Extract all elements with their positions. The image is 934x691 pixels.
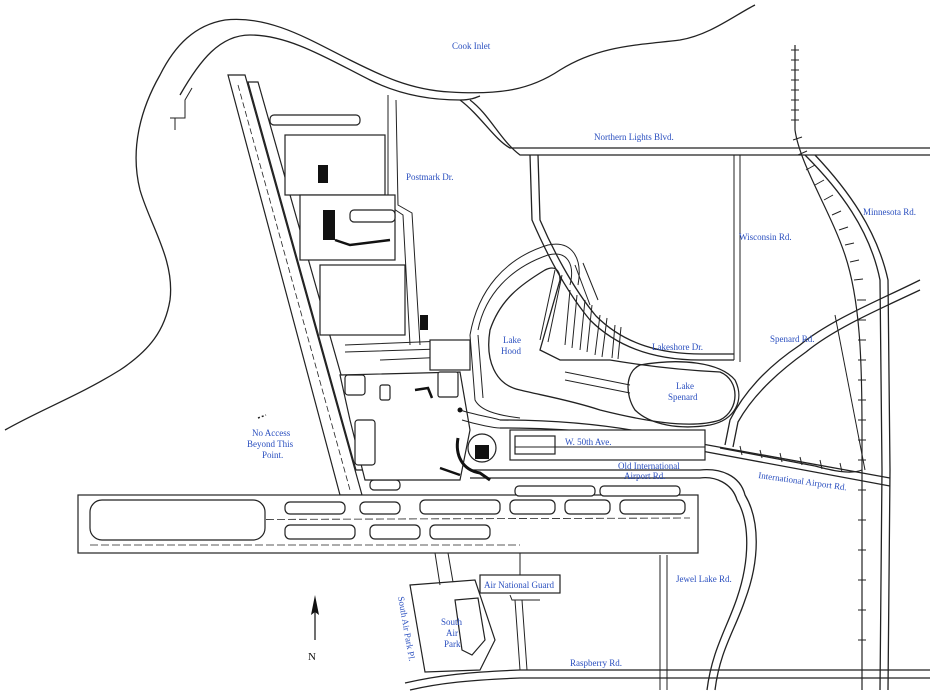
northern-lights-blvd <box>459 99 930 149</box>
label-lake-hood-2: Hood <box>501 346 521 356</box>
hangar-3 <box>420 315 428 330</box>
runway-island-13 <box>599 485 681 497</box>
runway-island-12 <box>514 485 596 497</box>
lake-spenard <box>627 361 740 428</box>
lakeshore-dr-2 <box>537 154 734 355</box>
runway-island-2 <box>284 501 346 515</box>
label-south-air-park-1: South <box>441 617 463 627</box>
north-road-2 <box>349 209 396 223</box>
northern-lights-blvd-2 <box>469 99 930 156</box>
runway-island-3 <box>284 524 356 540</box>
old-international-airport-rd <box>470 469 757 691</box>
label-north: N <box>308 651 316 663</box>
parking-4 <box>437 371 459 398</box>
floatplane-slips <box>539 262 631 394</box>
minnesota-rd-2 <box>814 154 891 691</box>
label-no-access-2: Beyond This <box>247 439 294 449</box>
north-apron <box>284 134 386 196</box>
north-block <box>429 339 471 371</box>
old-international-airport-rd-2 <box>470 477 748 691</box>
label-w50th: W. 50th Ave. <box>565 437 612 447</box>
no-access-marker <box>257 414 267 419</box>
hangar-1 <box>318 165 328 183</box>
raspberry-rd <box>404 669 930 684</box>
parking-1 <box>344 374 366 396</box>
creek <box>170 87 193 119</box>
label-lakeshore: Lakeshore Dr. <box>652 342 703 352</box>
label-old-intl-1: Old International <box>618 461 680 471</box>
runway-island-4 <box>369 524 421 540</box>
label-spenard-rd: Spenard Rd. <box>770 334 815 344</box>
air-national-guard-connector <box>509 553 540 601</box>
label-raspberry: Raspberry Rd. <box>570 658 622 668</box>
raspberry-rd-2 <box>409 677 930 691</box>
postmark-dr-2 <box>395 99 421 346</box>
runway-island-9 <box>359 501 401 515</box>
railroad <box>794 45 863 690</box>
label-lake-hood-1: Lake <box>503 335 521 345</box>
runway-island-5 <box>429 524 491 540</box>
label-intl-airport: International Airport Rd. <box>758 470 848 492</box>
label-cook-inlet: Cook Inlet <box>452 41 491 51</box>
label-jewel-lake: Jewel Lake Rd. <box>676 574 732 584</box>
spenard-connector <box>834 314 866 471</box>
label-south-air-park-3: Park <box>444 639 461 649</box>
w-50th-ave-inner <box>514 435 556 455</box>
label-wisconsin: Wisconsin Rd. <box>739 232 792 242</box>
runway-island-8 <box>619 499 686 515</box>
runway-island-6 <box>509 499 556 515</box>
runway-island-10 <box>419 499 501 515</box>
runway-island-1 <box>89 499 266 541</box>
label-lake-spenard-1: Lake <box>676 381 694 391</box>
coastline <box>4 4 756 431</box>
parking-3 <box>379 384 391 401</box>
label-northern-lights: Northern Lights Blvd. <box>594 132 674 142</box>
south-air-park-inner <box>454 597 486 656</box>
label-south-air-park-2: Air <box>446 628 458 638</box>
south-air-park-taxi <box>434 552 454 586</box>
north-road-1 <box>269 114 361 126</box>
north-apron-2 <box>299 194 396 261</box>
terminal-concourse-2 <box>439 466 461 477</box>
railroad-ties <box>739 49 866 671</box>
hangar-2 <box>323 210 335 240</box>
terminal-access <box>459 409 501 429</box>
runway-island-11 <box>369 479 401 491</box>
label-no-access-1: No Access <box>252 428 291 438</box>
hood-road <box>469 334 521 419</box>
lake-hood-outer <box>477 253 572 331</box>
parking-2 <box>354 419 376 466</box>
railroad-branch <box>719 447 863 473</box>
runway-island-7 <box>564 499 611 515</box>
terminal-concourse <box>455 437 491 482</box>
minnesota-rd <box>804 154 883 691</box>
cargo-arm <box>414 386 434 399</box>
label-old-intl-2: Airport Rd. <box>624 471 666 481</box>
lakeshore-dr <box>529 154 734 361</box>
north-arrow-icon <box>311 595 319 640</box>
label-postmark: Postmark Dr. <box>406 172 454 182</box>
hangar-access <box>334 238 391 247</box>
spenard-rd-2 <box>732 289 921 448</box>
label-lake-spenard-2: Spenard <box>668 392 698 402</box>
south-access-road <box>514 599 528 671</box>
runway-ns-centerline <box>237 84 351 491</box>
label-air-national-guard: Air National Guard <box>484 580 554 590</box>
terminal-building <box>475 445 489 459</box>
north-apron-3 <box>319 264 406 336</box>
lake-hood <box>488 267 736 425</box>
tower <box>457 407 463 413</box>
coastline-inner <box>179 34 481 101</box>
label-no-access-3: Point. <box>262 450 283 460</box>
spenard-rd <box>724 279 921 446</box>
label-minnesota: Minnesota Rd. <box>863 207 916 217</box>
lake-hood-outer-2 <box>469 243 580 336</box>
